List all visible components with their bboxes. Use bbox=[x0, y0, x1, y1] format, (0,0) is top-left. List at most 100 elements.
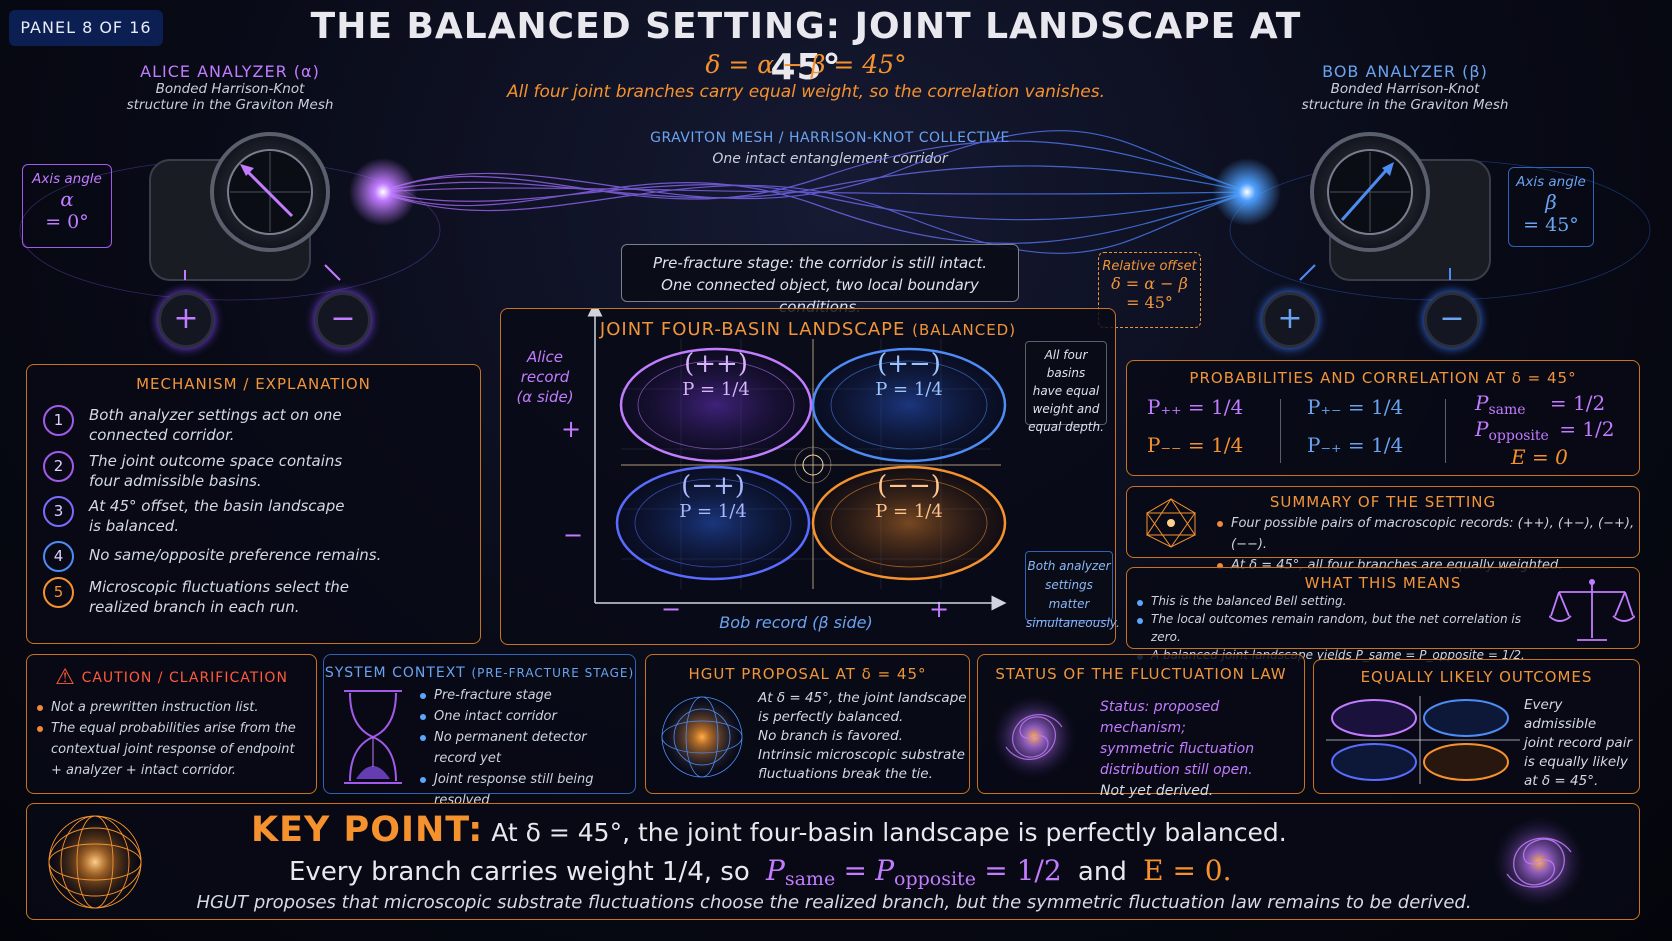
hgut-line-1: At δ = 45°, the joint landscape bbox=[758, 690, 967, 706]
prob-same-sym: P bbox=[1475, 391, 1489, 415]
basin-pp-label: (++) bbox=[684, 349, 748, 379]
basin-mp-prob: P = 1/4 bbox=[679, 501, 747, 522]
alice-desc-2: structure in the Graviton Mesh bbox=[126, 97, 334, 113]
entanglement-corridor bbox=[19, 130, 1651, 301]
prob-divider-2 bbox=[1445, 399, 1446, 463]
mesh-title: GRAVITON MESH / HARRISON-KNOT COLLECTIVE bbox=[650, 130, 1010, 146]
panel-badge: PANEL 8 OF 16 bbox=[9, 10, 163, 46]
equally-line-1: Every admissible bbox=[1524, 697, 1597, 732]
context-title: SYSTEM CONTEXT (PRE-FRACTURE STAGE) bbox=[324, 663, 635, 681]
note1-line-4: equal depth. bbox=[1028, 420, 1104, 434]
y-axis-label-3: (α side) bbox=[516, 388, 574, 406]
mechanism-1-l2: connected corridor. bbox=[89, 426, 235, 444]
key-point-panel: KEY POINT: At δ = 45°, the joint four-ba… bbox=[26, 803, 1640, 920]
orb-icon bbox=[661, 696, 743, 778]
caution-list: Not a prewritten instruction list. The e… bbox=[37, 697, 309, 781]
basin-mm: (−−) P = 1/4 bbox=[834, 471, 984, 522]
key-half: = 1/2 bbox=[984, 854, 1062, 887]
bob-minus-label: − bbox=[1439, 301, 1465, 336]
equally-line-2: joint record pair bbox=[1524, 735, 1632, 751]
mechanism-title: MECHANISM / EXPLANATION bbox=[136, 375, 371, 393]
hgut-line-5: fluctuations break the tie. bbox=[758, 766, 933, 782]
bob-heading: BOB ANALYZER (β) Bonded Harrison-Knot st… bbox=[1270, 62, 1540, 113]
bob-desc-2: structure in the Graviton Mesh bbox=[1301, 97, 1509, 113]
key-line-3: HGUT proposes that microscopic substrate… bbox=[196, 892, 1472, 913]
bob-axis-value: = 45° bbox=[1523, 214, 1579, 236]
mechanism-5-l2: realized branch in each run. bbox=[89, 598, 300, 616]
prob-opp-val: = 1/2 bbox=[1559, 417, 1615, 441]
spiral-galaxy-icon bbox=[992, 695, 1076, 779]
hgut-line-3: No branch is favored. bbox=[758, 728, 903, 744]
alice-analyzer-machine bbox=[149, 132, 341, 281]
hgut-text: At δ = 45°, the joint landscape is perfe… bbox=[758, 689, 968, 784]
alice-plus-knob: + bbox=[158, 292, 214, 348]
key-same-sym: P bbox=[766, 854, 785, 887]
prob-opp-sub: opposite bbox=[1488, 428, 1549, 444]
mechanism-num-2: 2 bbox=[43, 451, 74, 482]
spiral-icon bbox=[1493, 816, 1585, 908]
means-list: This is the balanced Bell setting. The l… bbox=[1137, 592, 1547, 664]
basin-pp-prob: P = 1/4 bbox=[682, 379, 750, 400]
prob-mm: P₋₋ = 1/4 bbox=[1147, 433, 1244, 457]
prob-opp-sym: P bbox=[1475, 417, 1489, 441]
note2-line-1: Both analyzer bbox=[1027, 559, 1111, 573]
mechanism-item-2: 2 The joint outcome space contains four a… bbox=[43, 451, 470, 491]
mechanism-2-l1: The joint outcome space contains bbox=[89, 452, 343, 470]
context-item-3: No permanent detector record yet bbox=[420, 727, 630, 769]
hgut-line-2: is perfectly balanced. bbox=[758, 709, 904, 725]
key-label: KEY POINT: bbox=[251, 810, 484, 850]
bob-axis-symbol: β bbox=[1545, 190, 1557, 214]
caution-item-1: Not a prewritten instruction list. bbox=[37, 697, 309, 718]
status-title: STATUS OF THE FLUCTUATION LAW bbox=[995, 665, 1287, 683]
hourglass-icon bbox=[344, 690, 402, 784]
basin-plot bbox=[587, 309, 1007, 611]
main-equation: δ = α − β = 45° bbox=[705, 50, 907, 79]
equally-text: Every admissible joint record pair is eq… bbox=[1524, 696, 1636, 791]
relative-offset-box: Relative offset δ = α − β = 45° bbox=[1098, 252, 1201, 328]
bob-minus-knob: − bbox=[1424, 292, 1480, 348]
mini-basin-icon bbox=[1326, 696, 1520, 784]
basin-mm-prob: P = 1/4 bbox=[875, 501, 943, 522]
star-network-icon bbox=[1146, 498, 1196, 548]
means-panel: WHAT THIS MEANS This is the balanced Bel… bbox=[1126, 567, 1640, 662]
context-title-text: SYSTEM CONTEXT bbox=[324, 665, 466, 681]
key-opp-sub: opposite bbox=[894, 868, 976, 890]
status-panel: STATUS OF THE FLUCTUATION LAW Status: pr… bbox=[977, 654, 1305, 799]
warning-icon: ⚠ bbox=[55, 665, 76, 690]
basin-mm-label: (−−) bbox=[877, 471, 941, 501]
alice-heading: ALICE ANALYZER (α) Bonded Harrison-Knot … bbox=[100, 62, 360, 113]
basin-mp: (−+) P = 1/4 bbox=[638, 471, 788, 522]
key-eq: = bbox=[843, 854, 867, 887]
key-opp-sym: P bbox=[875, 854, 895, 887]
bob-plus-knob: + bbox=[1262, 292, 1318, 348]
prob-same-val: = 1/2 bbox=[1549, 391, 1606, 415]
basin-pp: (++) P = 1/4 bbox=[641, 349, 791, 400]
bob-plus-label: + bbox=[1277, 301, 1303, 336]
alice-minus-label: − bbox=[330, 301, 356, 336]
summary-item-1: Four possible pairs of macroscopic recor… bbox=[1217, 513, 1635, 555]
summary-title: SUMMARY OF THE SETTING bbox=[1269, 493, 1497, 511]
note-equal-basins: All four basins have equal weight and eq… bbox=[1025, 341, 1107, 434]
status-line-2: symmetric fluctuation bbox=[1100, 741, 1255, 757]
summary-panel: SUMMARY OF THE SETTING Four possible pai… bbox=[1126, 486, 1640, 573]
y-minus-tick: − bbox=[563, 521, 584, 549]
equally-line-3: is equally likely bbox=[1524, 754, 1628, 770]
mechanism-2-l2: four admissible basins. bbox=[89, 472, 262, 490]
mechanism-1-l1: Both analyzer settings act on one bbox=[89, 406, 342, 424]
probabilities-title: PROBABILITIES AND CORRELATION AT δ = 45° bbox=[1189, 369, 1577, 387]
means-title: WHAT THIS MEANS bbox=[1304, 574, 1462, 592]
key-text-2a: Every branch carries weight 1/4, so bbox=[289, 857, 750, 887]
context-title-suffix: (PRE-FRACTURE STAGE) bbox=[471, 666, 635, 680]
mechanism-item-4: 4 No same/opposite preference remains. bbox=[43, 541, 470, 572]
equally-title: EQUALLY LIKELY OUTCOMES bbox=[1360, 668, 1593, 686]
context-item-1: Pre-fracture stage bbox=[420, 685, 630, 706]
mechanism-num-4: 4 bbox=[43, 541, 74, 572]
alice-axis-label: Axis angle bbox=[32, 171, 102, 187]
alice-axis-box: Axis angle α = 0° bbox=[22, 164, 112, 248]
alice-plus-label: + bbox=[173, 301, 199, 336]
hgut-line-4: Intrinsic microscopic substrate bbox=[758, 747, 965, 763]
x-minus-tick: − bbox=[661, 595, 682, 623]
